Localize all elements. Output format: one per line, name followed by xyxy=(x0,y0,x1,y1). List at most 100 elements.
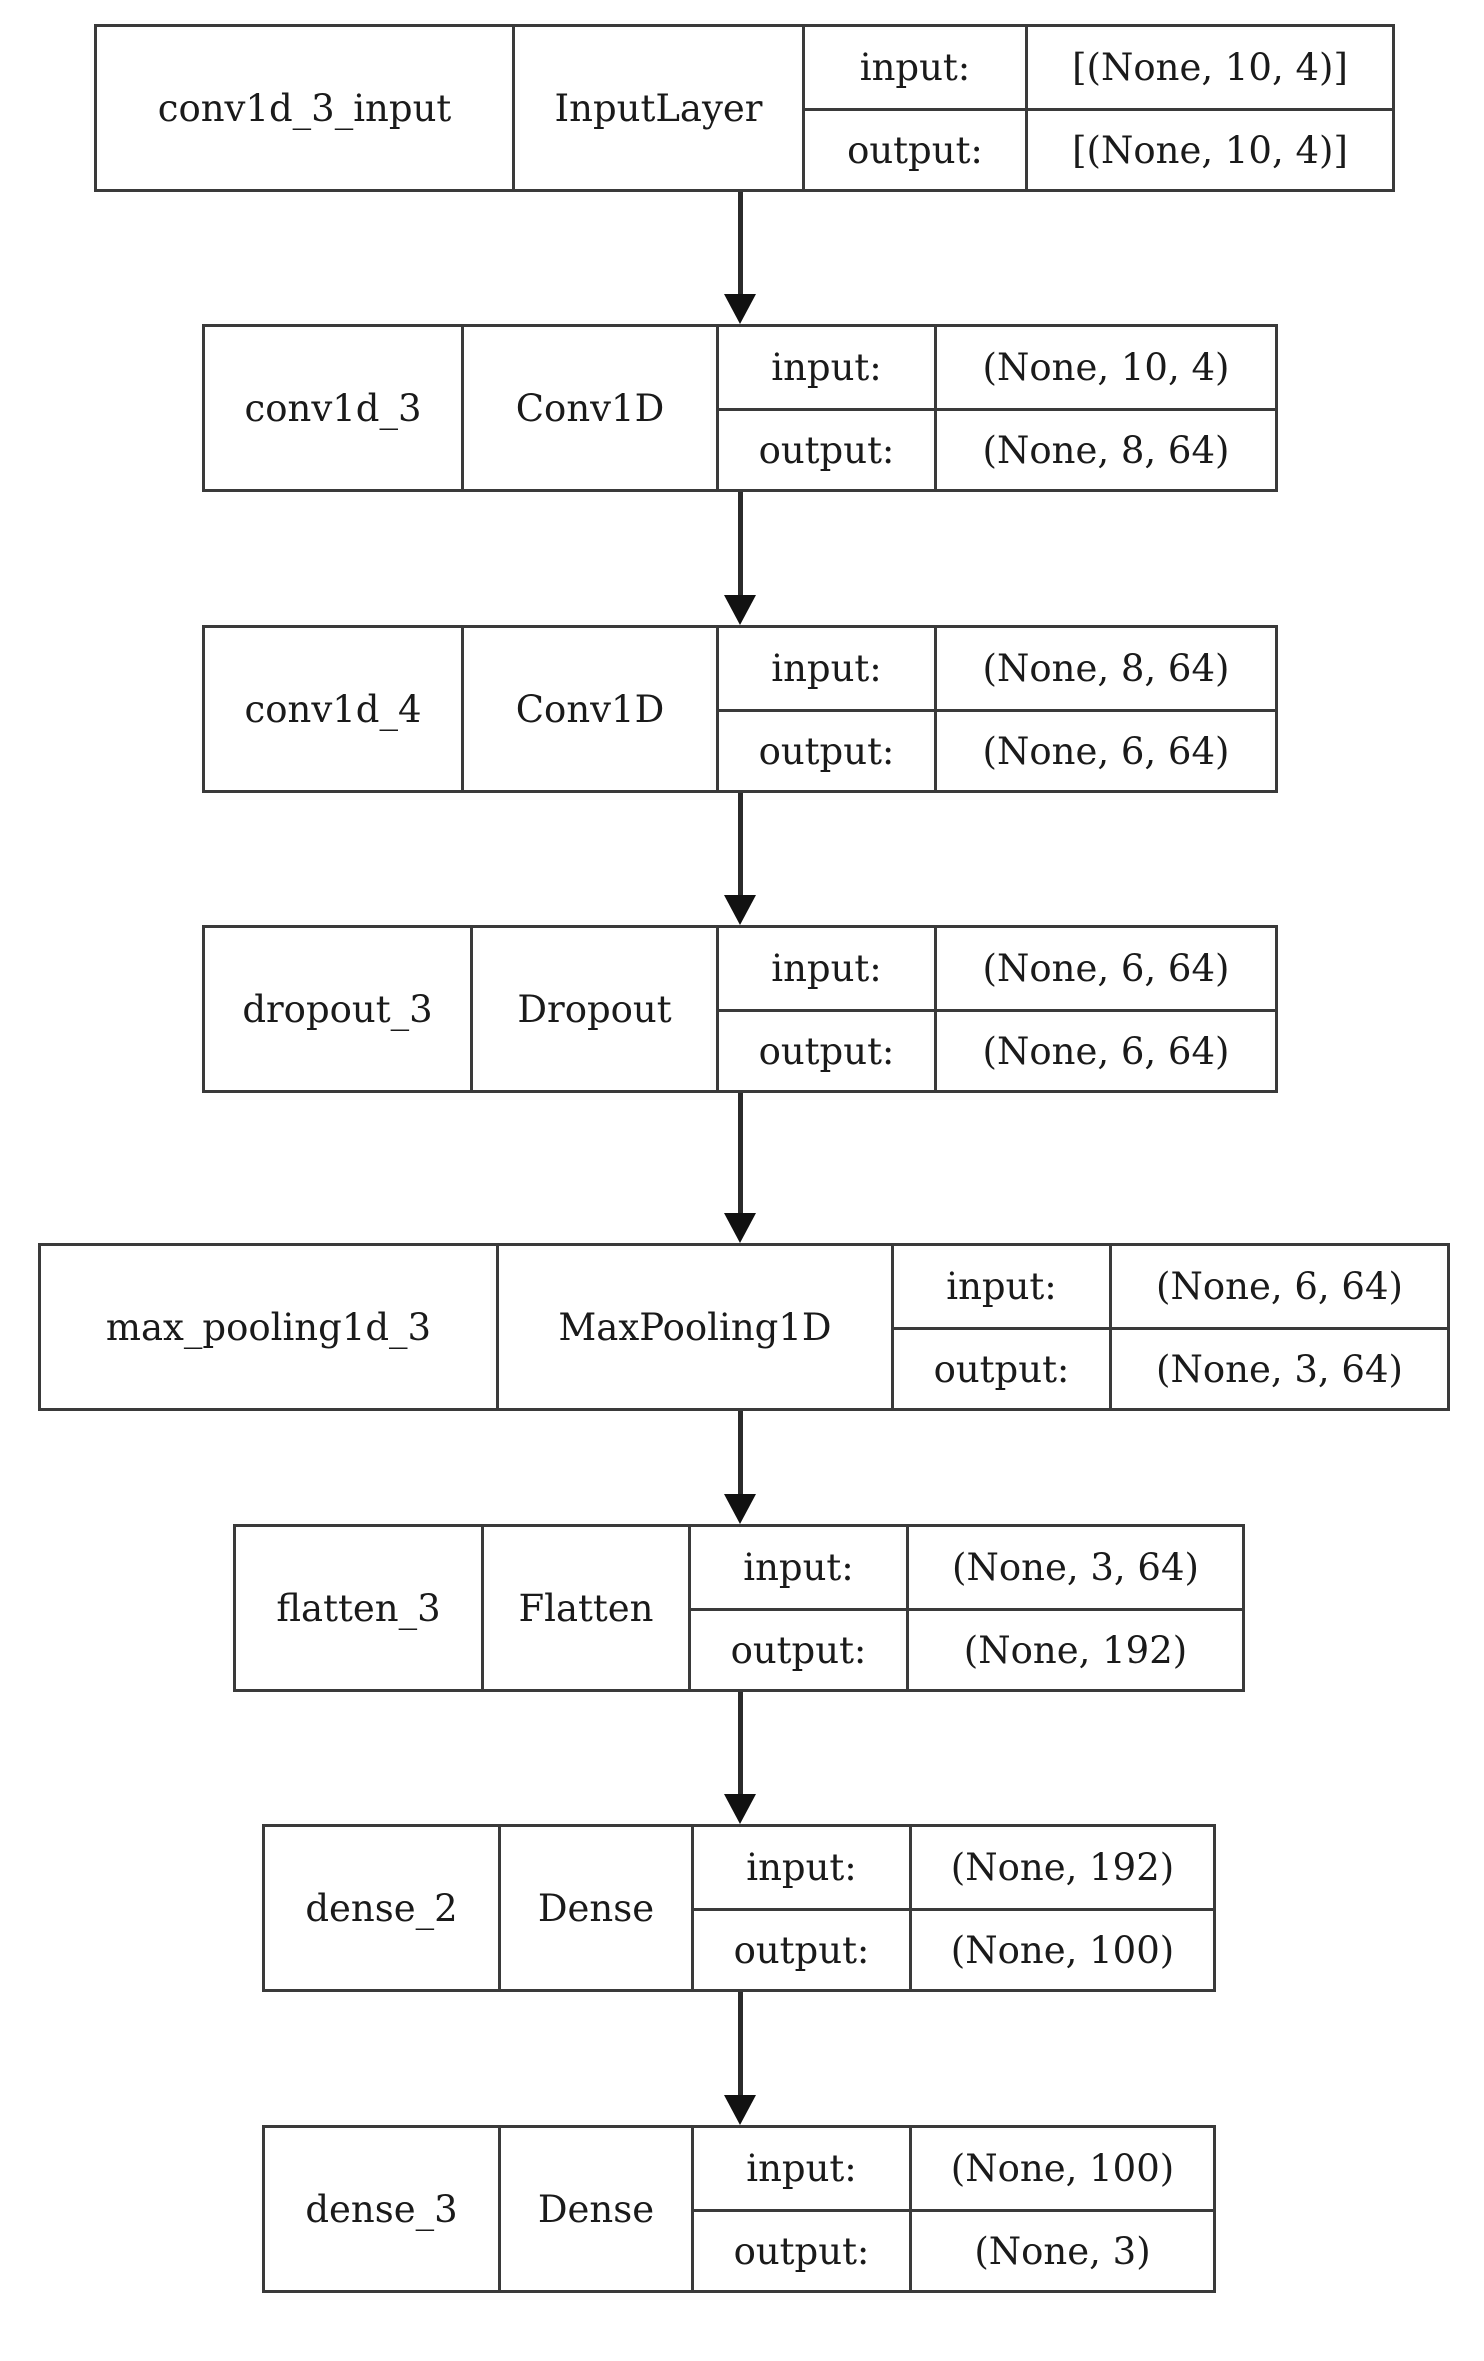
layer-output-label: output: xyxy=(933,1347,1070,1391)
layer-io-table: input: (None, 100) output: (None, 3) xyxy=(691,2128,1213,2290)
layer-node: dense_3 Dense input: (None, 100) output: (Non… xyxy=(262,2125,1216,2293)
layer-output-shape: (None, 192) xyxy=(906,1611,1242,1689)
layer-input-label: input: xyxy=(859,46,971,89)
layer-input-row: input: (None, 10, 4) xyxy=(719,327,1275,408)
layer-output-shape: (None, 3) xyxy=(909,2212,1213,2290)
arrow-shaft xyxy=(738,492,743,599)
arrow-head-icon xyxy=(724,595,756,625)
layer-io-table: input: [(None, 10, 4)] output: [(None, 10, … xyxy=(802,27,1392,189)
connector-arrow xyxy=(724,1692,756,1824)
layer-output-shape: (None, 100) xyxy=(909,1911,1213,1989)
layer-type: Conv1D xyxy=(461,628,716,790)
layer-input-label: input: xyxy=(771,947,882,990)
layer-node: dropout_3 Dropout input: (None, 6, 64)outpu… xyxy=(202,925,1278,1093)
connector-arrow xyxy=(724,793,756,925)
layer-output-shape: (None, 6, 64) xyxy=(934,1012,1275,1090)
layer-input-label: input: xyxy=(743,1546,854,1589)
layer-name: conv1d_3 xyxy=(244,386,422,430)
layer-name: max_pooling1d_3 xyxy=(105,1305,432,1349)
layer-input-shape: (None, 100) xyxy=(909,2128,1213,2209)
layer-type: Conv1D xyxy=(461,327,716,489)
layer-type: MaxPooling1D xyxy=(496,1246,891,1408)
layer-type: Dropout xyxy=(470,928,716,1090)
layer-output-label: output: xyxy=(733,1928,870,1972)
connector-arrow xyxy=(724,492,756,625)
layer-node: conv1d_3_input InputLayer input: [(None, 10… xyxy=(94,24,1395,192)
layer-input-label: input: xyxy=(746,2147,857,2190)
layer-input-label: input: xyxy=(746,1846,857,1889)
layer-output-row: output: (None, 3) xyxy=(694,2209,1213,2290)
arrow-head-icon xyxy=(724,1213,756,1243)
layer-input-shape: (None, 6, 64) xyxy=(1109,1246,1447,1327)
layer-input-row: input: (None, 192) xyxy=(694,1827,1213,1908)
layer-io-table: input: (None, 10, 4) output: (None, 8, 64) xyxy=(716,327,1275,489)
layer-input-label: input: xyxy=(946,1265,1057,1308)
layer-io-table: input: (None, 3, 64) output: (None, 192) xyxy=(688,1527,1242,1689)
layer-input-shape: (None, 10, 4) xyxy=(934,327,1275,408)
layer-type: Flatten xyxy=(481,1527,688,1689)
layer-node: max_pooling1d_3 MaxPooling1D input: (None, … xyxy=(38,1243,1450,1411)
layer-output-shape: (None, 3, 64) xyxy=(1109,1330,1447,1408)
layer-input-row: input: (None, 6, 64) xyxy=(894,1246,1447,1327)
layer-output-row: output: (None, 6, 64) xyxy=(719,709,1275,790)
layer-io-table: input: (None, 6, 64)output:(None, 6, 64) xyxy=(716,928,1275,1090)
arrow-head-icon xyxy=(724,1494,756,1524)
layer-io-table: input: (None, 192) output: (None, 100) xyxy=(691,1827,1213,1989)
layer-type: Dense xyxy=(498,2128,691,2290)
arrow-shaft xyxy=(738,1692,743,1798)
layer-io-table: input: (None, 8, 64) output: (None, 6, 64) xyxy=(716,628,1275,790)
arrow-shaft xyxy=(738,1992,743,2099)
arrow-shaft xyxy=(738,192,743,298)
layer-name: flatten_3 xyxy=(276,1586,441,1630)
layer-name: conv1d_4 xyxy=(244,687,422,731)
layer-input-shape: (None, 8, 64) xyxy=(934,628,1275,709)
layer-input-label: input: xyxy=(771,346,882,389)
arrow-head-icon xyxy=(724,2095,756,2125)
connector-arrow xyxy=(724,1992,756,2125)
layer-output-row: output: (None, 100) xyxy=(694,1908,1213,1989)
layer-input-row: input: (None, 3, 64) xyxy=(691,1527,1242,1608)
layer-output-shape: (None, 6, 64) xyxy=(934,712,1275,790)
layer-output-shape: (None, 8, 64) xyxy=(934,411,1275,489)
arrow-shaft xyxy=(738,1093,743,1217)
layer-input-row: input: (None, 8, 64) xyxy=(719,628,1275,709)
layer-output-label: output: xyxy=(847,128,983,172)
layer-output-row: output:(None, 6, 64) xyxy=(719,1009,1275,1090)
layer-output-row: output: (None, 192) xyxy=(691,1608,1242,1689)
layer-output-label: output: xyxy=(758,729,895,773)
arrow-head-icon xyxy=(724,294,756,324)
layer-name: conv1d_3_input xyxy=(157,86,452,130)
layer-input-row: input: (None, 6, 64) xyxy=(719,928,1275,1009)
layer-input-shape: (None, 6, 64) xyxy=(934,928,1275,1009)
layer-output-label: output: xyxy=(730,1628,867,1672)
layer-name: dense_2 xyxy=(305,1886,458,1930)
connector-arrow xyxy=(724,1093,756,1243)
layer-input-row: input: (None, 100) xyxy=(694,2128,1213,2209)
layer-type: Dense xyxy=(498,1827,691,1989)
arrow-shaft xyxy=(738,1411,743,1498)
layer-output-label: output: xyxy=(758,428,895,472)
layer-name: dropout_3 xyxy=(242,987,433,1031)
arrow-head-icon xyxy=(724,895,756,925)
layer-output-shape: [(None, 10, 4)] xyxy=(1025,111,1392,189)
layer-name: dense_3 xyxy=(305,2187,458,2231)
connector-arrow xyxy=(724,1411,756,1524)
layer-input-row: input: [(None, 10, 4)] xyxy=(805,27,1392,108)
connector-arrow xyxy=(724,192,756,324)
layer-io-table: input: (None, 6, 64) output: (None, 3, 64) xyxy=(891,1246,1447,1408)
layer-output-row: output: (None, 3, 64) xyxy=(894,1327,1447,1408)
layer-output-row: output: (None, 8, 64) xyxy=(719,408,1275,489)
layer-type: InputLayer xyxy=(512,27,802,189)
layer-input-shape: [(None, 10, 4)] xyxy=(1025,27,1392,108)
arrow-head-icon xyxy=(724,1794,756,1824)
layer-input-shape: (None, 3, 64) xyxy=(906,1527,1242,1608)
layer-output-label: output: xyxy=(733,2229,870,2273)
layer-input-shape: (None, 192) xyxy=(909,1827,1213,1908)
layer-node: dense_2 Dense input: (None, 192) output: (Non… xyxy=(262,1824,1216,1992)
arrow-shaft xyxy=(738,793,743,899)
layer-input-label: input: xyxy=(771,647,882,690)
